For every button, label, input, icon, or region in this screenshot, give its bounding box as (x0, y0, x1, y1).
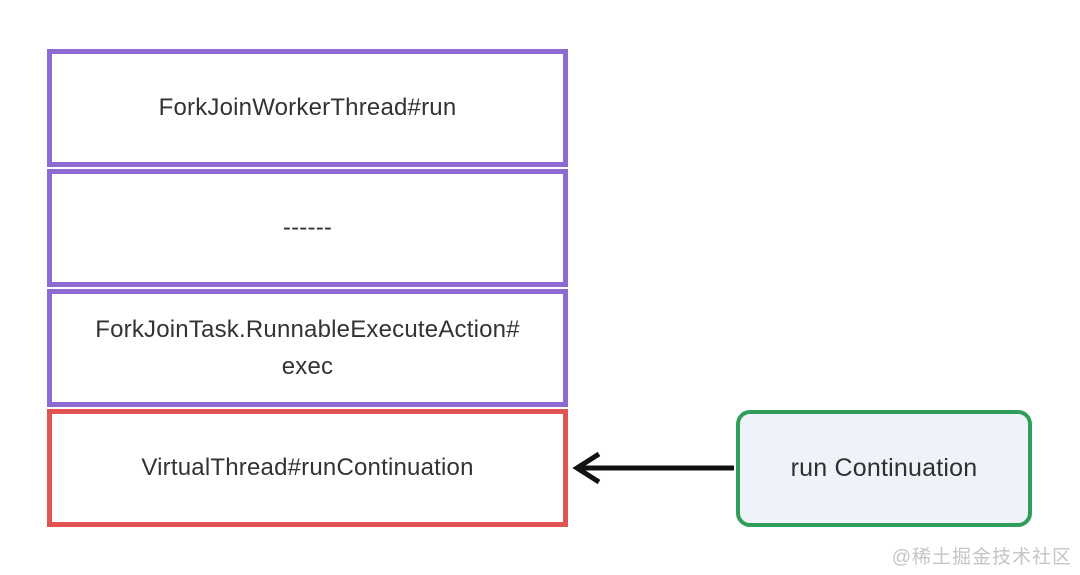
frame-runnableexecuteaction-exec: ForkJoinTask.RunnableExecuteAction# exec (47, 289, 568, 407)
frame-label: ------ (282, 214, 333, 242)
left-arrow-connector (572, 451, 734, 485)
run-continuation-label: run Continuation (790, 454, 978, 482)
left-arrow-icon (572, 451, 734, 485)
call-stack: ForkJoinWorkerThread#run ------ ForkJoin… (47, 49, 568, 529)
frame-label: ForkJoinWorkerThread#run (158, 94, 457, 122)
watermark: @稀土掘金技术社区 (891, 547, 1072, 568)
frame-forkjoinworkerthread-run: ForkJoinWorkerThread#run (47, 49, 568, 167)
frame-ellipsis: ------ (47, 169, 568, 287)
frame-label: ForkJoinTask.RunnableExecuteAction# exec (95, 315, 520, 380)
frame-virtualthread-runcontinuation: VirtualThread#runContinuation (47, 409, 568, 527)
run-continuation-box: run Continuation (736, 410, 1032, 527)
frame-label: VirtualThread#runContinuation (141, 454, 474, 482)
